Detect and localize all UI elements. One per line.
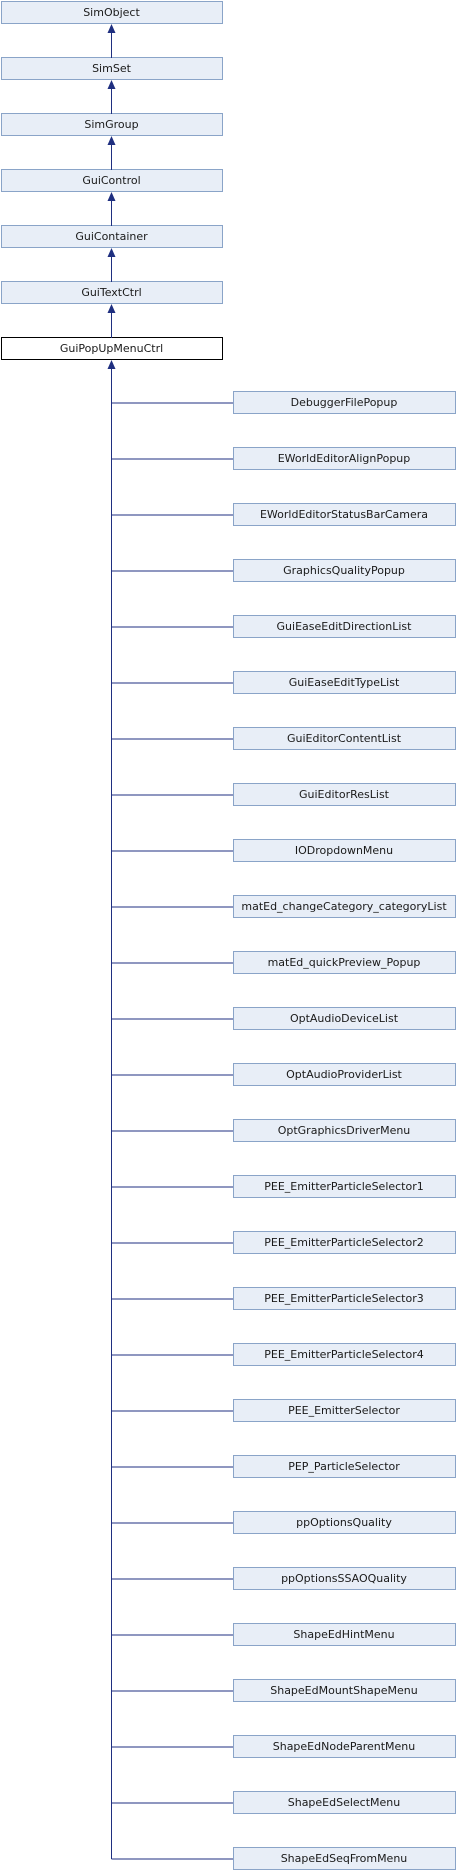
class-node-eworldeditoralignpopup[interactable]: EWorldEditorAlignPopup <box>233 447 456 470</box>
node-label: EWorldEditorAlignPopup <box>278 452 411 465</box>
node-label: IODropdownMenu <box>295 844 393 857</box>
class-node-guieditorcontentlist[interactable]: GuiEditorContentList <box>233 727 456 750</box>
inheritance-arrow <box>107 192 116 201</box>
inheritance-arrow <box>107 248 116 257</box>
node-label: ppOptionsSSAOQuality <box>281 1572 407 1585</box>
node-label: matEd_changeCategory_categoryList <box>241 900 447 913</box>
class-node-shapeedseqfrommenu[interactable]: ShapeEdSeqFromMenu <box>233 1847 456 1870</box>
node-label: GuiEditorContentList <box>287 732 402 745</box>
class-node-shapeedhintmenu[interactable]: ShapeEdHintMenu <box>233 1623 456 1646</box>
inheritance-arrow <box>107 136 116 145</box>
node-label: GuiEaseEditDirectionList <box>277 620 413 633</box>
node-label: SimSet <box>92 62 132 75</box>
class-node-ppoptionsssaoquality[interactable]: ppOptionsSSAOQuality <box>233 1567 456 1590</box>
class-node-guieaseedittypelist[interactable]: GuiEaseEditTypeList <box>233 671 456 694</box>
node-label: SimGroup <box>84 118 138 131</box>
node-label: GraphicsQualityPopup <box>283 564 405 577</box>
class-node-graphicsqualitypopup[interactable]: GraphicsQualityPopup <box>233 559 456 582</box>
class-node-mated-quickpreview-popup[interactable]: matEd_quickPreview_Popup <box>233 951 456 974</box>
class-node-shapeednodeparentmenu[interactable]: ShapeEdNodeParentMenu <box>233 1735 456 1758</box>
node-box <box>1 1 223 24</box>
class-node-eworldeditorstatusbarcamera[interactable]: EWorldEditorStatusBarCamera <box>233 503 456 526</box>
class-node-simset[interactable]: SimSet <box>1 57 223 80</box>
node-label: PEP_ParticleSelector <box>288 1460 400 1473</box>
node-label: PEE_EmitterParticleSelector1 <box>264 1180 424 1193</box>
node-label: ShapeEdSeqFromMenu <box>281 1852 408 1865</box>
node-label: GuiContainer <box>75 230 148 243</box>
node-label: ShapeEdHintMenu <box>293 1628 394 1641</box>
class-node-guitextctrl[interactable]: GuiTextCtrl <box>1 281 223 304</box>
inheritance-arrow <box>107 24 116 33</box>
class-node-pee-emitterselector[interactable]: PEE_EmitterSelector <box>233 1399 456 1422</box>
node-label: GuiControl <box>82 174 140 187</box>
class-node-iodropdownmenu[interactable]: IODropdownMenu <box>233 839 456 862</box>
class-node-pep-particleselector[interactable]: PEP_ParticleSelector <box>233 1455 456 1478</box>
node-label: DebuggerFilePopup <box>291 396 398 409</box>
class-node-guicontrol[interactable]: GuiControl <box>1 169 223 192</box>
node-label: OptAudioDeviceList <box>290 1012 399 1025</box>
node-label: GuiTextCtrl <box>81 286 141 299</box>
node-label: PEE_EmitterParticleSelector2 <box>264 1236 424 1249</box>
node-label: GuiEaseEditTypeList <box>289 676 400 689</box>
node-label: OptGraphicsDriverMenu <box>278 1124 411 1137</box>
class-node-debuggerfilepopup[interactable]: DebuggerFilePopup <box>233 391 456 414</box>
class-node-guieditorreslist[interactable]: GuiEditorResList <box>233 783 456 806</box>
node-label: PEE_EmitterSelector <box>288 1404 400 1417</box>
class-node-guieaseeditdirectionlist[interactable]: GuiEaseEditDirectionList <box>233 615 456 638</box>
node-label: ppOptionsQuality <box>296 1516 392 1529</box>
node-label: ShapeEdSelectMenu <box>288 1796 401 1809</box>
class-node-pee-emitterparticleselector3[interactable]: PEE_EmitterParticleSelector3 <box>233 1287 456 1310</box>
class-node-optaudioproviderlist[interactable]: OptAudioProviderList <box>233 1063 456 1086</box>
node-label: PEE_EmitterParticleSelector3 <box>264 1292 424 1305</box>
class-node-simgroup[interactable]: SimGroup <box>1 113 223 136</box>
class-node-shapeedmountshapemenu[interactable]: ShapeEdMountShapeMenu <box>233 1679 456 1702</box>
node-label: PEE_EmitterParticleSelector4 <box>264 1348 424 1361</box>
class-node-simobject[interactable]: SimObject <box>1 1 223 24</box>
node-label: GuiEditorResList <box>299 788 390 801</box>
inheritance-arrow <box>107 80 116 89</box>
node-label: GuiPopUpMenuCtrl <box>60 342 163 355</box>
class-node-pee-emitterparticleselector4[interactable]: PEE_EmitterParticleSelector4 <box>233 1343 456 1366</box>
class-node-shapeedselectmenu[interactable]: ShapeEdSelectMenu <box>233 1791 456 1814</box>
node-label: SimObject <box>83 6 140 19</box>
class-node-optaudiodevicelist[interactable]: OptAudioDeviceList <box>233 1007 456 1030</box>
class-node-pee-emitterparticleselector1[interactable]: PEE_EmitterParticleSelector1 <box>233 1175 456 1198</box>
class-node-ppoptionsquality[interactable]: ppOptionsQuality <box>233 1511 456 1534</box>
class-node-pee-emitterparticleselector2[interactable]: PEE_EmitterParticleSelector2 <box>233 1231 456 1254</box>
node-label: matEd_quickPreview_Popup <box>268 956 421 969</box>
class-node-guipopupmenuctrl[interactable]: GuiPopUpMenuCtrl <box>1 337 223 360</box>
node-label: ShapeEdNodeParentMenu <box>273 1740 416 1753</box>
class-node-guicontainer[interactable]: GuiContainer <box>1 225 223 248</box>
inheritance-arrow <box>107 360 116 369</box>
class-node-mated-changecategory-categorylist[interactable]: matEd_changeCategory_categoryList <box>233 895 456 918</box>
node-label: EWorldEditorStatusBarCamera <box>260 508 428 521</box>
node-label: OptAudioProviderList <box>286 1068 402 1081</box>
inheritance-arrow <box>107 304 116 313</box>
class-node-optgraphicsdrivermenu[interactable]: OptGraphicsDriverMenu <box>233 1119 456 1142</box>
node-label: ShapeEdMountShapeMenu <box>270 1684 418 1697</box>
